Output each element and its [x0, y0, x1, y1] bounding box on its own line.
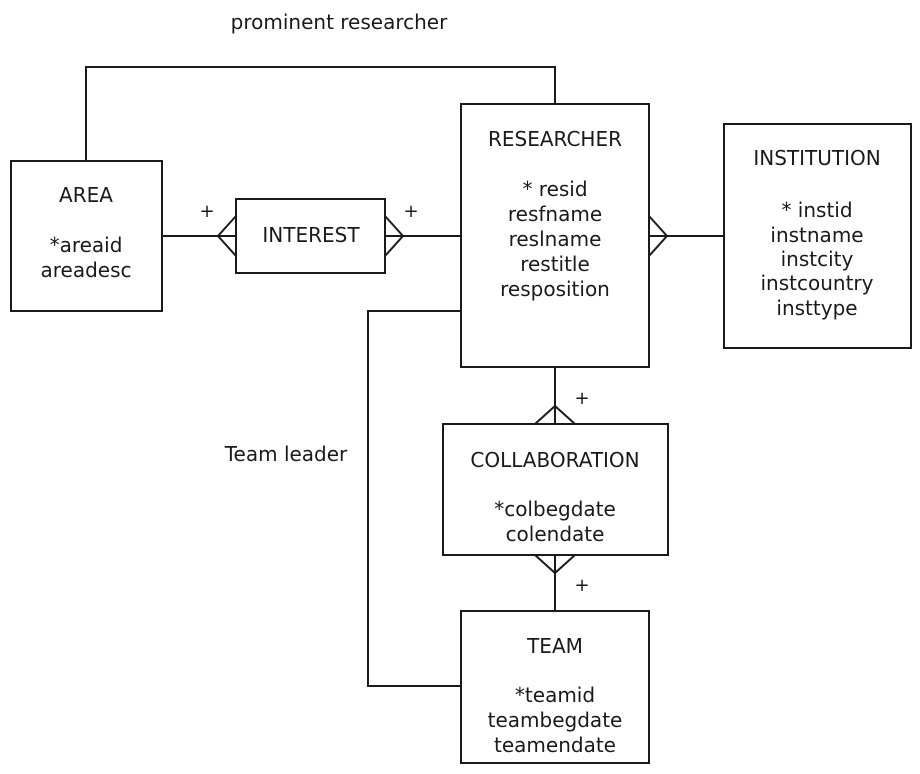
- plus-researcher-collaboration: +: [574, 388, 589, 409]
- plus-interest-researcher: +: [403, 201, 418, 222]
- plus-collaboration-team: +: [574, 575, 589, 596]
- entity-researcher-attr-0: * resid: [522, 177, 587, 201]
- entity-team-attr-1: teambegdate: [488, 708, 623, 732]
- crowfoot-interest-right: [384, 215, 405, 257]
- relationship-lines: [85, 66, 724, 687]
- entity-researcher: RESEARCHER * resid resfname reslname res…: [460, 103, 650, 368]
- entity-collaboration-name: COLLABORATION: [470, 448, 639, 472]
- entity-institution-attr-2: instcity: [781, 247, 854, 271]
- crowfoot-researcher-right: [648, 215, 669, 257]
- entity-team-attr-2: teamendate: [494, 733, 616, 757]
- plus-area-interest: +: [199, 201, 214, 222]
- entity-institution-attr-0: * instid: [781, 198, 852, 222]
- entity-area-attr-0: *areaid: [50, 233, 123, 257]
- entity-interest: INTEREST: [235, 198, 386, 274]
- crowfoot-interest-left: [216, 215, 237, 257]
- entity-area: AREA *areaid areadesc: [10, 160, 163, 312]
- crowfoot-collaboration-top: [534, 404, 576, 425]
- entity-team-attr-0: *teamid: [515, 683, 595, 707]
- team-leader-line: [367, 310, 461, 687]
- entity-area-name: AREA: [59, 183, 113, 207]
- entity-collaboration-attr-0: *colbegdate: [494, 497, 616, 521]
- entity-institution-attr-3: instcountry: [761, 271, 874, 295]
- entity-collaboration: COLLABORATION *colbegdate colendate: [442, 423, 669, 556]
- plus-markers: + + + +: [199, 201, 589, 596]
- entity-team: TEAM *teamid teambegdate teamendate: [460, 610, 650, 764]
- team-leader-label: Team leader: [224, 442, 348, 466]
- crowfoot-collaboration-bottom: [534, 554, 576, 575]
- entity-institution-name: INSTITUTION: [753, 146, 880, 170]
- crows-feet: [216, 215, 669, 575]
- entity-researcher-attr-3: restitle: [520, 252, 590, 276]
- entity-institution: INSTITUTION * instid instname instcity i…: [723, 123, 912, 349]
- entity-researcher-attr-4: resposition: [500, 277, 610, 301]
- prominent-researcher-line: [85, 66, 556, 161]
- entity-interest-name: INTEREST: [262, 223, 360, 247]
- entity-researcher-attr-2: reslname: [509, 227, 602, 251]
- entity-team-name: TEAM: [526, 634, 583, 658]
- entity-researcher-attr-1: resfname: [508, 202, 602, 226]
- entity-collaboration-attr-1: colendate: [506, 522, 605, 546]
- entity-institution-attr-1: instname: [770, 223, 863, 247]
- entity-researcher-name: RESEARCHER: [488, 127, 622, 151]
- prominent-researcher-label: prominent researcher: [231, 10, 448, 34]
- entity-institution-attr-4: insttype: [776, 296, 857, 320]
- entity-area-attr-1: areadesc: [40, 258, 131, 282]
